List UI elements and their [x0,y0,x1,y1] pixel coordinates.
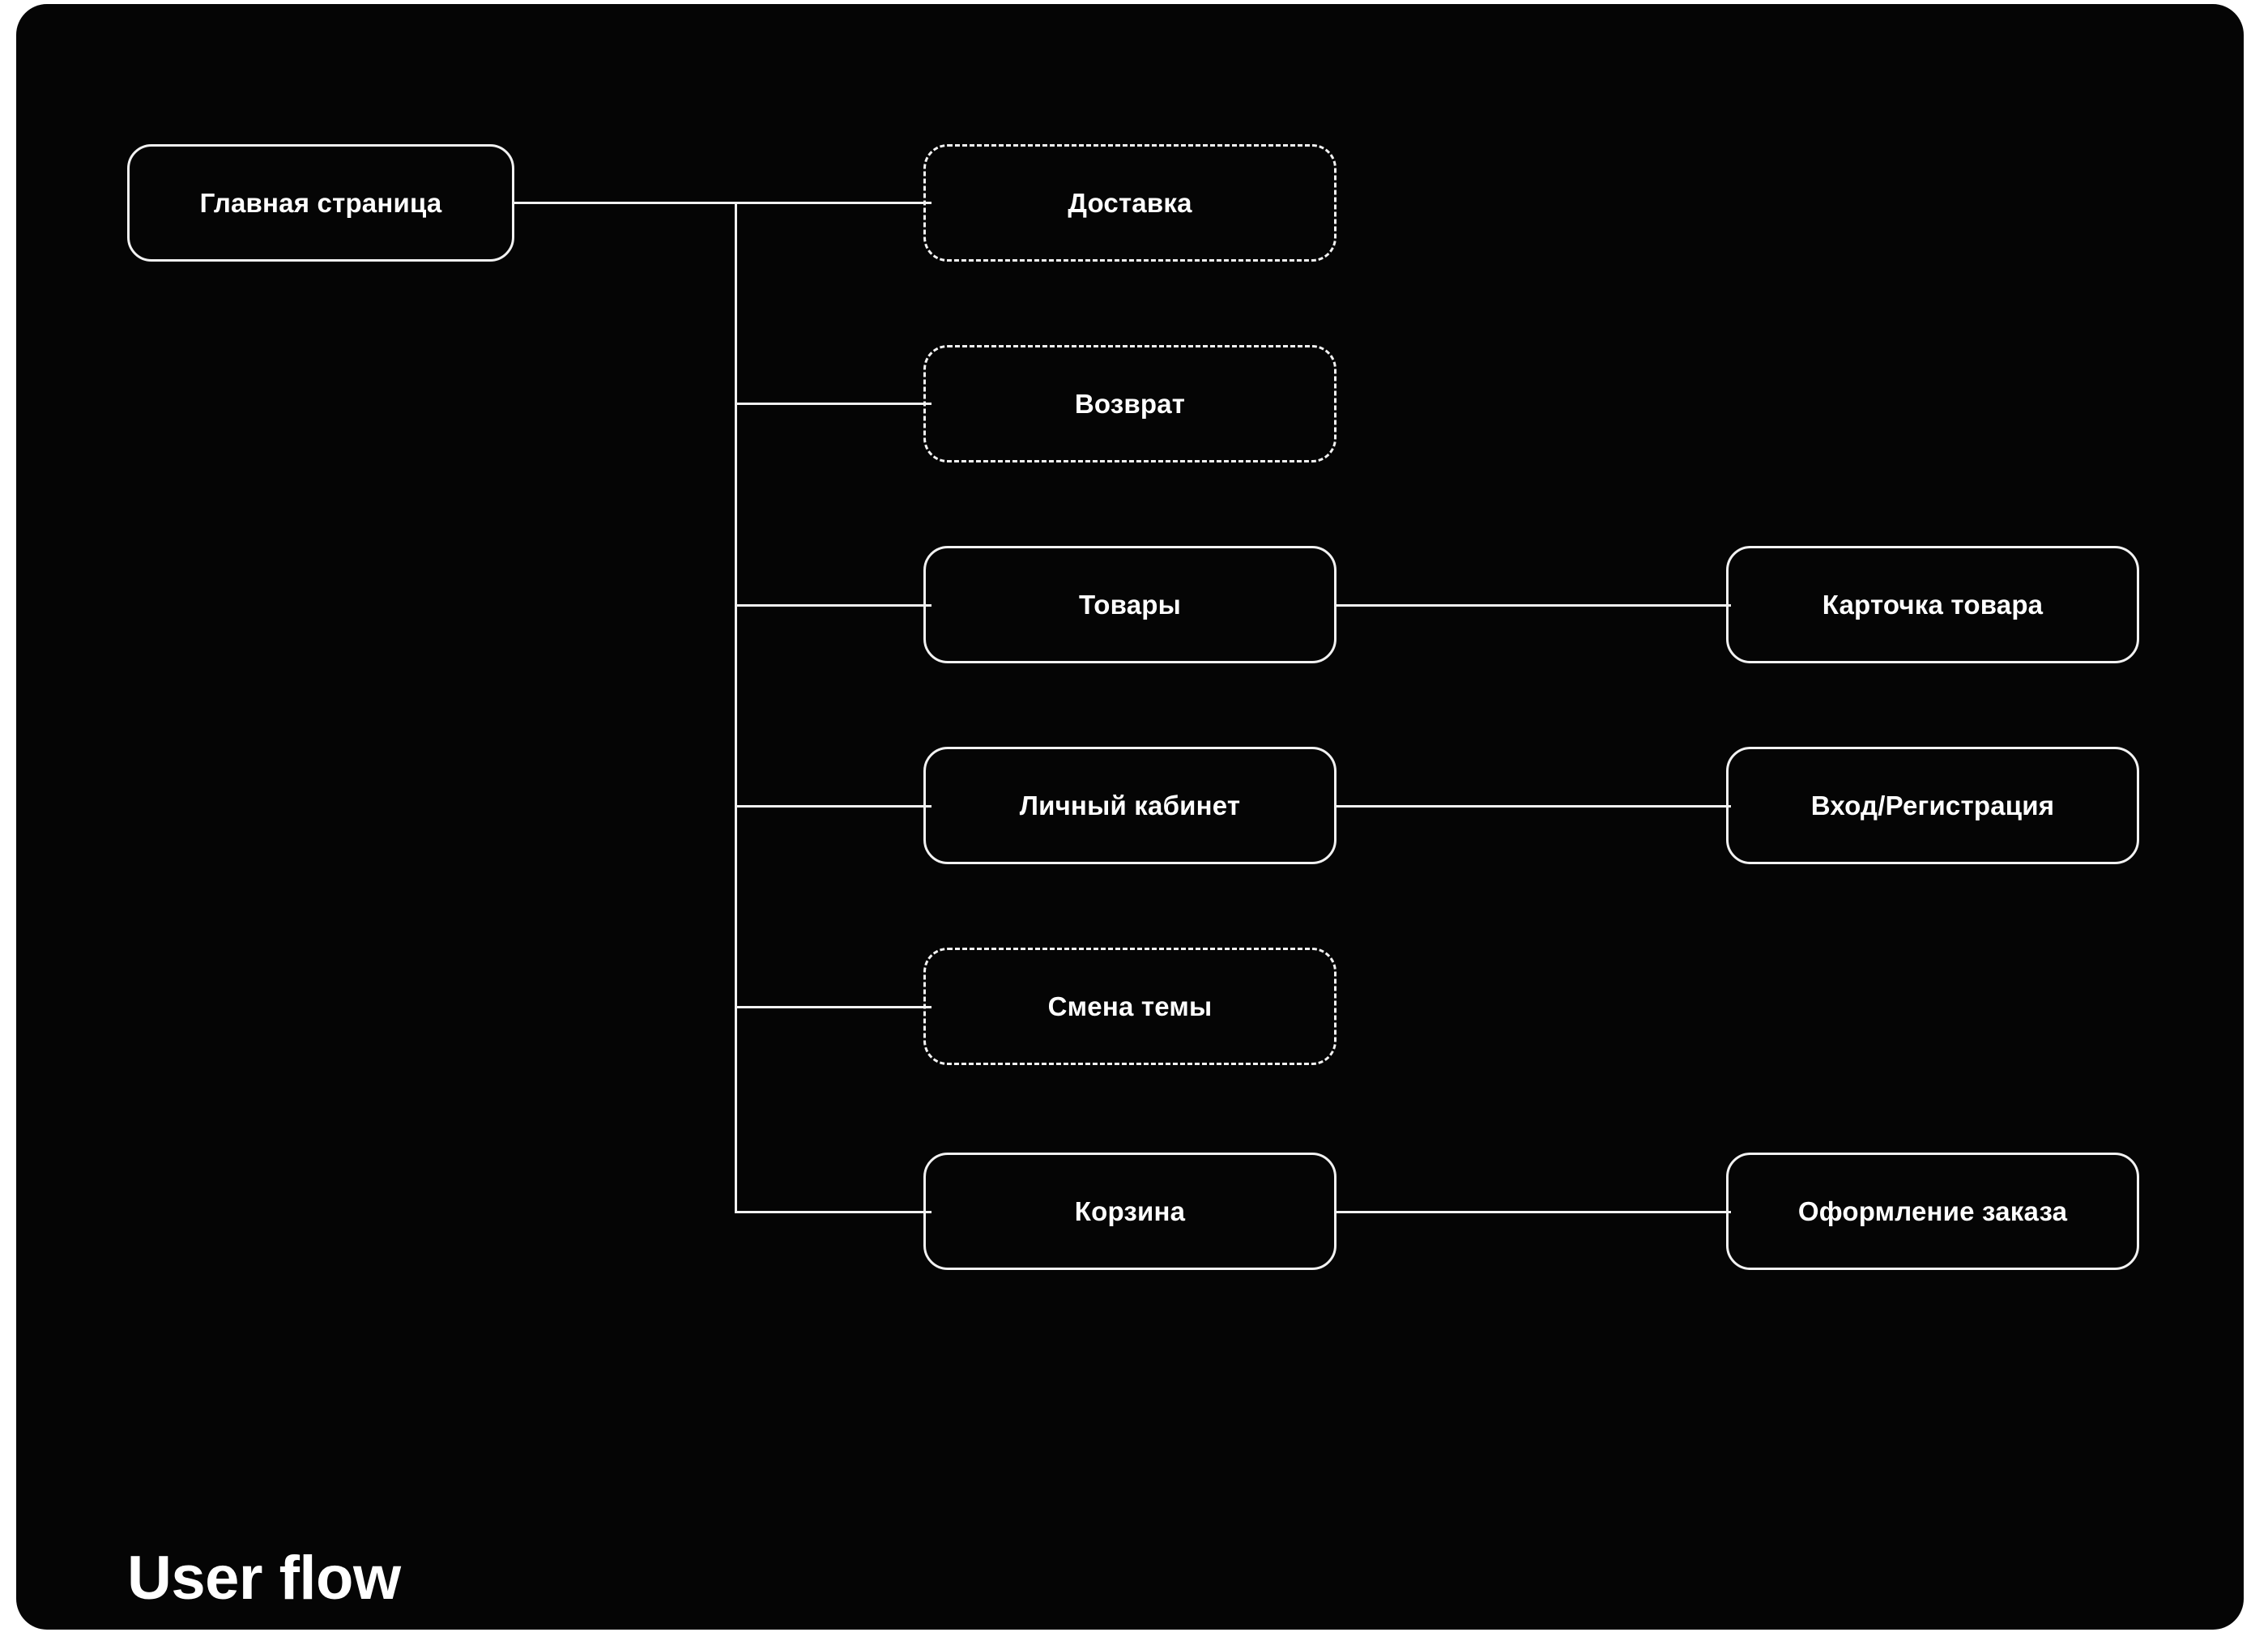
node-account[interactable]: Личный кабинет [923,747,1336,864]
node-delivery[interactable]: Доставка [923,144,1336,262]
connector-trunk-to-products [735,604,932,607]
node-cart[interactable]: Корзина [923,1153,1336,1270]
node-home[interactable]: Главная страница [127,144,514,262]
connector-account-to-auth [1336,805,1731,808]
connector-products-to-product-card [1336,604,1731,607]
page-title-line-1: User flow [127,1543,401,1613]
connector-home-to-trunk [514,202,737,204]
connector-trunk-to-cart [735,1211,932,1213]
connector-trunk-to-theme [735,1006,932,1008]
node-auth[interactable]: Вход/Регистрация [1726,747,2139,864]
page-title: User flow проекта [127,1381,401,1630]
connector-cart-to-checkout [1336,1211,1731,1213]
node-product-card[interactable]: Карточка товара [1726,546,2139,663]
flow-canvas: Главная страница Доставка Возврат Товары… [16,4,2244,1630]
connector-trunk-to-account [735,805,932,808]
node-products[interactable]: Товары [923,546,1336,663]
node-theme[interactable]: Смена темы [923,948,1336,1065]
node-checkout[interactable]: Оформление заказа [1726,1153,2139,1270]
connector-trunk-to-returns [735,403,932,405]
node-returns[interactable]: Возврат [923,345,1336,462]
connector-trunk-to-delivery [735,202,932,204]
connector-trunk [735,202,737,1213]
